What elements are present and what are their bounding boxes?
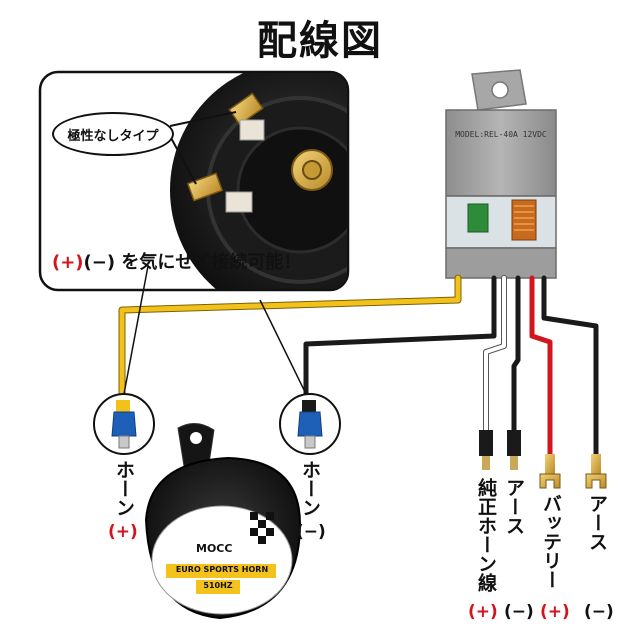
- wire-sign-horn: (+): [468, 602, 498, 622]
- closeup-inset: [38, 70, 350, 292]
- wire-label-earth-1: アース: [503, 478, 525, 535]
- notice-minus: (−): [83, 252, 116, 273]
- terminal-bottom-icon: [186, 172, 253, 213]
- wire-label-earth-2: アース: [586, 494, 608, 551]
- polarity-callout: 極性なしタイプ: [52, 112, 174, 156]
- left-terminal-callout: [93, 393, 155, 455]
- wire-label-battery: バッテリー: [540, 494, 562, 589]
- horn-product: [144, 423, 302, 620]
- left-horn-sign: (+): [108, 522, 138, 542]
- relay-model-label: MODEL:REL-40A 12VDC: [455, 130, 547, 139]
- right-terminal-callout: [279, 393, 341, 455]
- horn-frequency: 510HZ: [203, 581, 233, 590]
- diagram-title: 配線図: [257, 18, 383, 64]
- wire-sign-battery: (+): [540, 602, 570, 622]
- left-horn-label: ホーン: [113, 460, 135, 517]
- polarity-notice: (+)(−) を気にせず接続可能！: [52, 248, 301, 274]
- horn-label: EURO SPORTS HORN: [175, 565, 269, 574]
- horn-brand: MOCC: [196, 542, 233, 555]
- right-horn-label: ホーン: [299, 460, 321, 517]
- wire-label-horn: 純正ホーン線: [475, 478, 497, 592]
- notice-plus: (+): [52, 252, 84, 273]
- wires: [118, 274, 599, 459]
- terminal-top-icon: [228, 92, 265, 141]
- polarity-callout-text: 極性なしタイプ: [67, 128, 159, 144]
- wire-sign-earth-1: (−): [504, 602, 534, 622]
- wire-sign-earth-2: (−): [584, 602, 614, 622]
- right-horn-sign: (−): [296, 522, 326, 542]
- wire-end-terminals: [479, 430, 607, 489]
- notice-text: を気にせず接続可能！: [121, 252, 302, 273]
- bolt-icon: [291, 149, 333, 191]
- relay: [445, 69, 557, 279]
